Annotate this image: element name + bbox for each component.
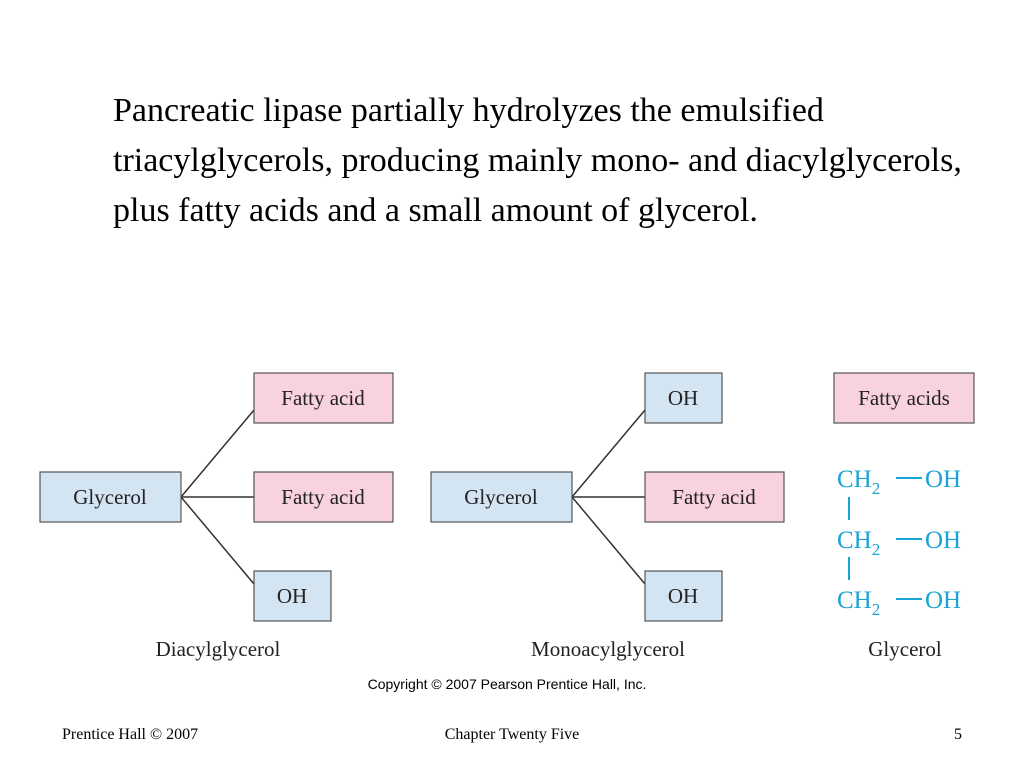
mag-glycerol-box — [430, 471, 573, 523]
dag-oh-box — [253, 570, 332, 622]
mag-oh-top-label: OH — [668, 386, 698, 410]
mag-oh-bottom-box — [644, 570, 723, 622]
mag-oh-bottom-label: OH — [668, 584, 698, 608]
mag-glycerol-label: Glycerol — [464, 485, 538, 509]
dag-oh-label: OH — [277, 584, 307, 608]
footer-page-number: 5 — [954, 726, 962, 743]
fatty-acids-box — [833, 372, 975, 424]
dag-connector-top — [180, 409, 255, 498]
dag-fatty-acid-middle-label: Fatty acid — [281, 485, 365, 509]
monoacylglycerol-group: Glycerol OH Fatty acid OH Monoacylglycer… — [430, 372, 785, 661]
dag-fatty-acid-top-label: Fatty acid — [281, 386, 365, 410]
diacylglycerol-group: Glycerol Fatty acid Fatty acid OH Diacyl… — [39, 372, 394, 661]
dag-connector-bottom — [180, 496, 255, 585]
dag-caption: Diacylglycerol — [156, 637, 281, 661]
glycerol-formula-ch2-2: CH2 — [837, 527, 880, 559]
fatty-acids-label: Fatty acids — [858, 386, 950, 410]
dag-glycerol-box — [39, 471, 182, 523]
mag-connector-bottom — [571, 496, 646, 585]
mag-fatty-acid-label: Fatty acid — [672, 485, 756, 509]
dag-glycerol-label: Glycerol — [73, 485, 147, 509]
glycerol-formula-ch2-1: CH2 — [837, 466, 880, 498]
footer-chapter: Chapter Twenty Five — [444, 726, 580, 743]
mag-oh-top-box — [644, 372, 723, 424]
free-products-group: Fatty acids CH2 OH CH2 OH CH2 OH Glycero… — [833, 372, 975, 661]
glycerol-formula-ch2-3: CH2 — [837, 587, 880, 619]
glycerol-formula-oh-1: OH — [925, 466, 961, 493]
slide-body-text: Pancreatic lipase partially hydrolyzes t… — [113, 92, 962, 229]
glycerol-caption: Glycerol — [868, 637, 942, 661]
dag-fatty-acid-middle-box — [253, 471, 394, 523]
mag-caption: Monoacylglycerol — [531, 637, 685, 661]
glycerol-formula-oh-3: OH — [925, 587, 961, 614]
mag-connector-top — [571, 409, 646, 498]
dag-fatty-acid-top-box — [253, 372, 394, 424]
mag-fatty-acid-box — [644, 471, 785, 523]
glycerol-formula-oh-2: OH — [925, 527, 961, 554]
copyright-notice: Copyright © 2007 Pearson Prentice Hall, … — [367, 676, 647, 692]
footer-publisher: Prentice Hall © 2007 — [62, 726, 199, 743]
